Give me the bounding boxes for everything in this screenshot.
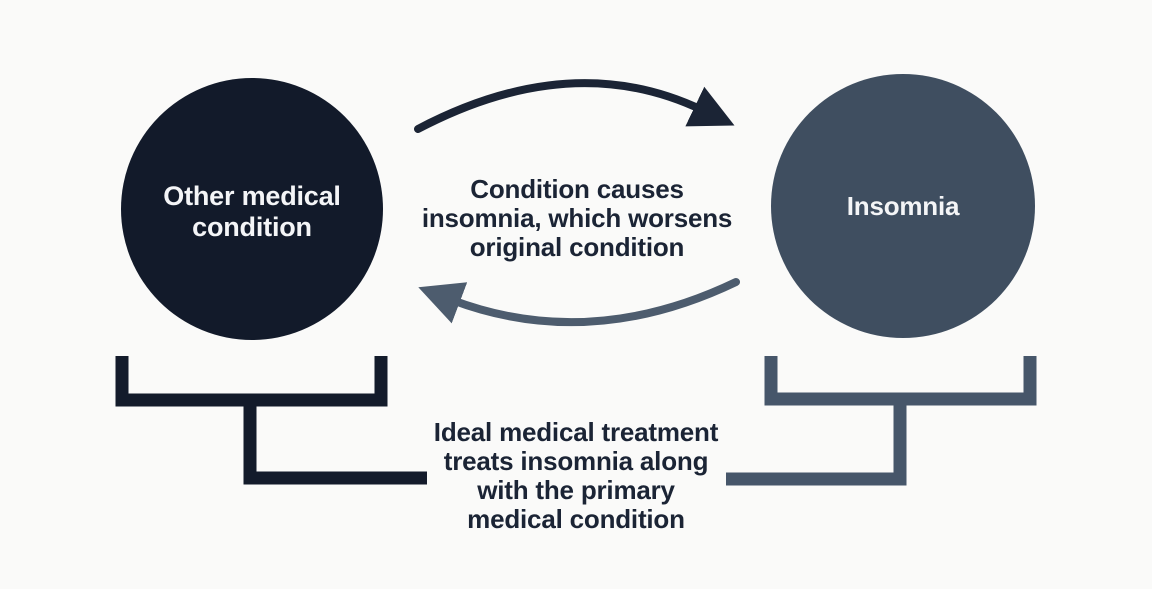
curved-arrow-right-icon <box>414 79 735 133</box>
node-insomnia-circle <box>771 74 1035 338</box>
caption-condition-causes-insomnia: Condition causes insomnia, which worsens… <box>397 175 757 262</box>
caption-line: with the primary <box>477 475 675 505</box>
caption-line: insomnia, which worsens <box>421 203 733 233</box>
node-other-medical-condition-circle <box>121 78 383 340</box>
caption-line: Condition causes <box>470 174 684 204</box>
caption-line: treats insomnia along <box>443 446 709 476</box>
node-label-line: condition <box>192 212 312 242</box>
right-bracket-connector <box>726 393 907 486</box>
right-bracket <box>764 356 1037 406</box>
caption-ideal-medical-treatment: Ideal medical treatment treats insomnia … <box>396 418 756 534</box>
node-label-insomnia: Insomnia <box>753 191 1053 221</box>
left-bracket <box>115 356 388 407</box>
node-label-other-medical-condition: Other medical condition <box>102 181 402 243</box>
node-label-line: Other medical <box>163 181 341 211</box>
curved-arrow-left-icon <box>418 278 740 327</box>
node-label-line: Insomnia <box>846 191 960 221</box>
caption-line: Ideal medical treatment <box>433 417 719 447</box>
left-bracket-connector <box>243 394 427 485</box>
caption-line: medical condition <box>467 504 685 534</box>
caption-line: original condition <box>469 232 685 262</box>
